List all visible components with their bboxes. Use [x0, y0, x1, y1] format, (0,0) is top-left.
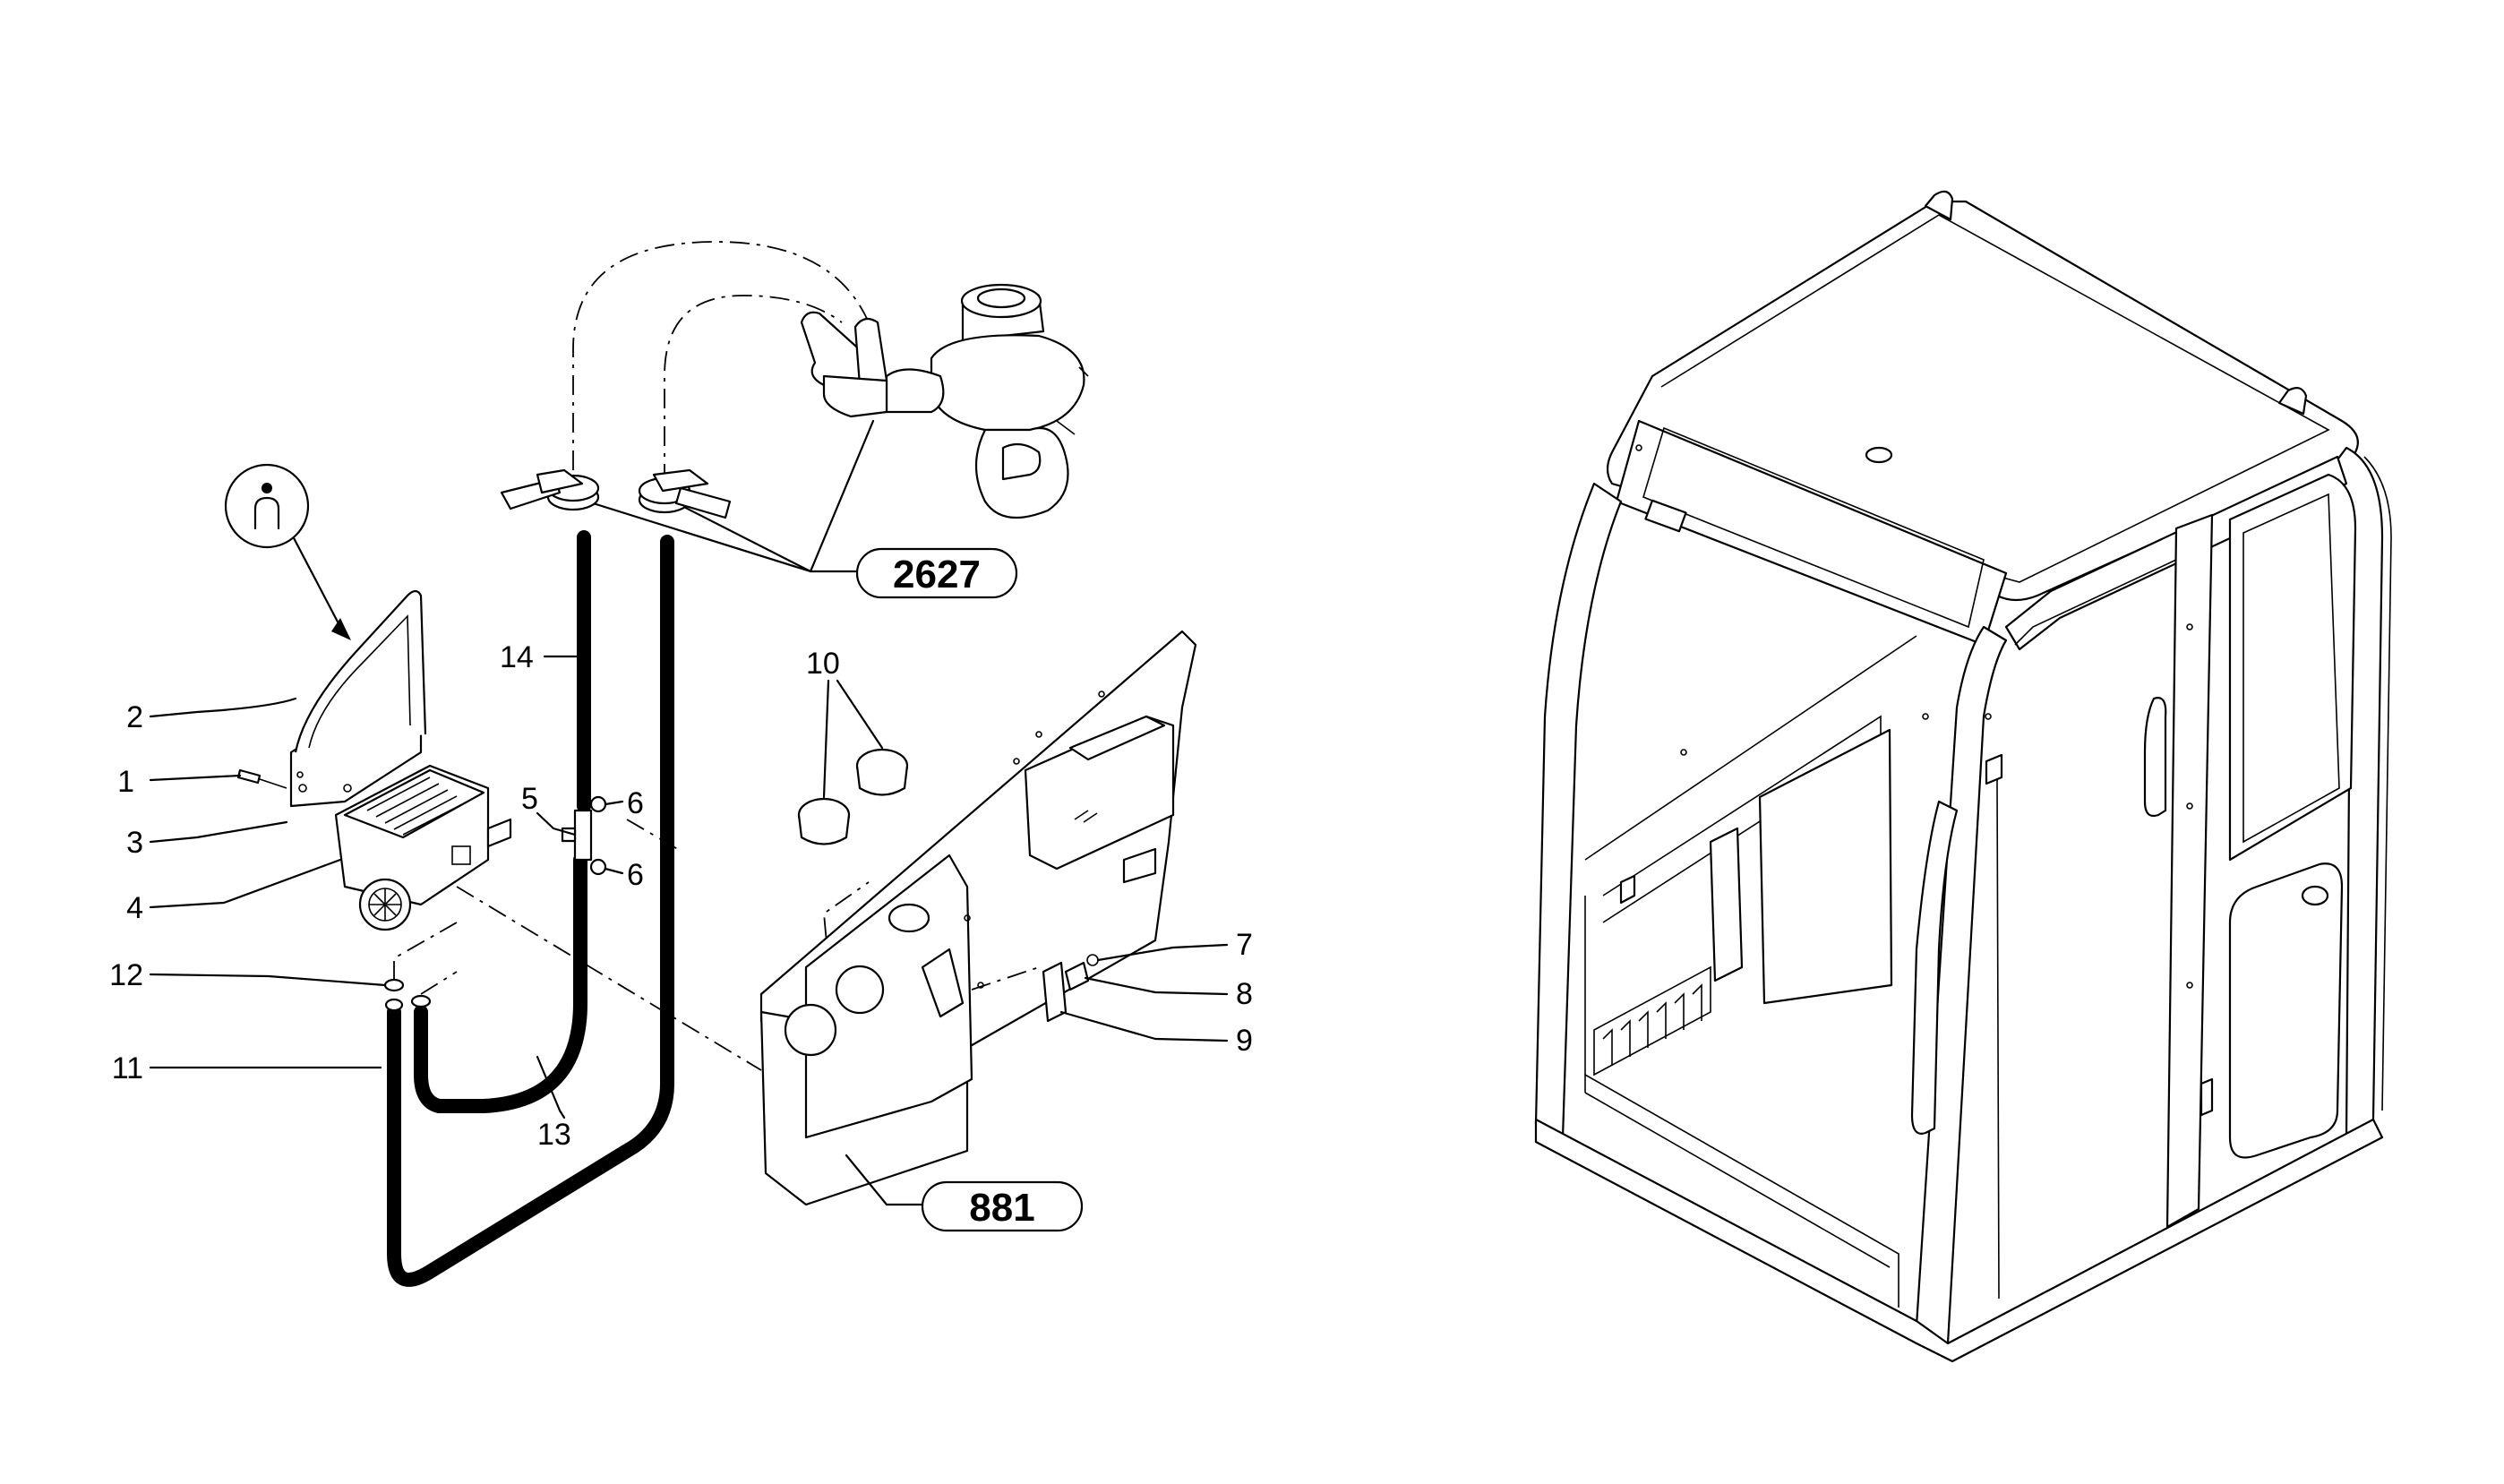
callout-1: 1 — [117, 765, 134, 799]
callout-6a: 6 — [627, 786, 644, 820]
person-in-circle-icon — [262, 483, 272, 493]
ref-2627[interactable]: 2627 — [855, 547, 1018, 599]
callout-7: 7 — [1236, 928, 1253, 962]
bracket — [971, 954, 1099, 1023]
callout-13: 13 — [537, 1118, 571, 1152]
hose-14 — [414, 530, 591, 1113]
screw-1 — [236, 768, 287, 789]
hose-route-dashed — [572, 241, 870, 484]
leader-2627 — [571, 419, 875, 573]
hose-clamp-right — [638, 468, 732, 519]
callout-6b: 6 — [627, 858, 644, 892]
callout-11: 11 — [112, 1051, 143, 1085]
dashboard-panel — [759, 630, 1197, 1206]
hose-clamp-left — [500, 468, 600, 511]
callout-12: 12 — [109, 958, 143, 992]
callout-10: 10 — [806, 647, 840, 681]
hose-main — [387, 535, 674, 1287]
heater-cover — [289, 589, 427, 808]
fittings — [383, 978, 432, 1012]
callout-4: 4 — [126, 891, 143, 925]
ref-2627-label: 2627 — [893, 553, 981, 596]
callouts: 1 2 3 4 5 6 6 7 8 9 10 11 12 — [109, 640, 1253, 1152]
callout-9: 9 — [1236, 1024, 1253, 1058]
callout-14: 14 — [500, 640, 534, 674]
ref-881[interactable]: 881 — [845, 1154, 1084, 1232]
plugs-10 — [797, 679, 909, 845]
water-pump — [800, 283, 1089, 519]
heater-unit — [334, 764, 512, 931]
callout-3: 3 — [126, 826, 143, 860]
operator-cab — [1534, 190, 2392, 1363]
info-icon-group[interactable] — [224, 463, 351, 640]
callout-8: 8 — [1236, 977, 1253, 1011]
ref-881-label: 881 — [969, 1186, 1034, 1230]
callout-2: 2 — [126, 700, 143, 734]
callout-5: 5 — [521, 782, 538, 816]
